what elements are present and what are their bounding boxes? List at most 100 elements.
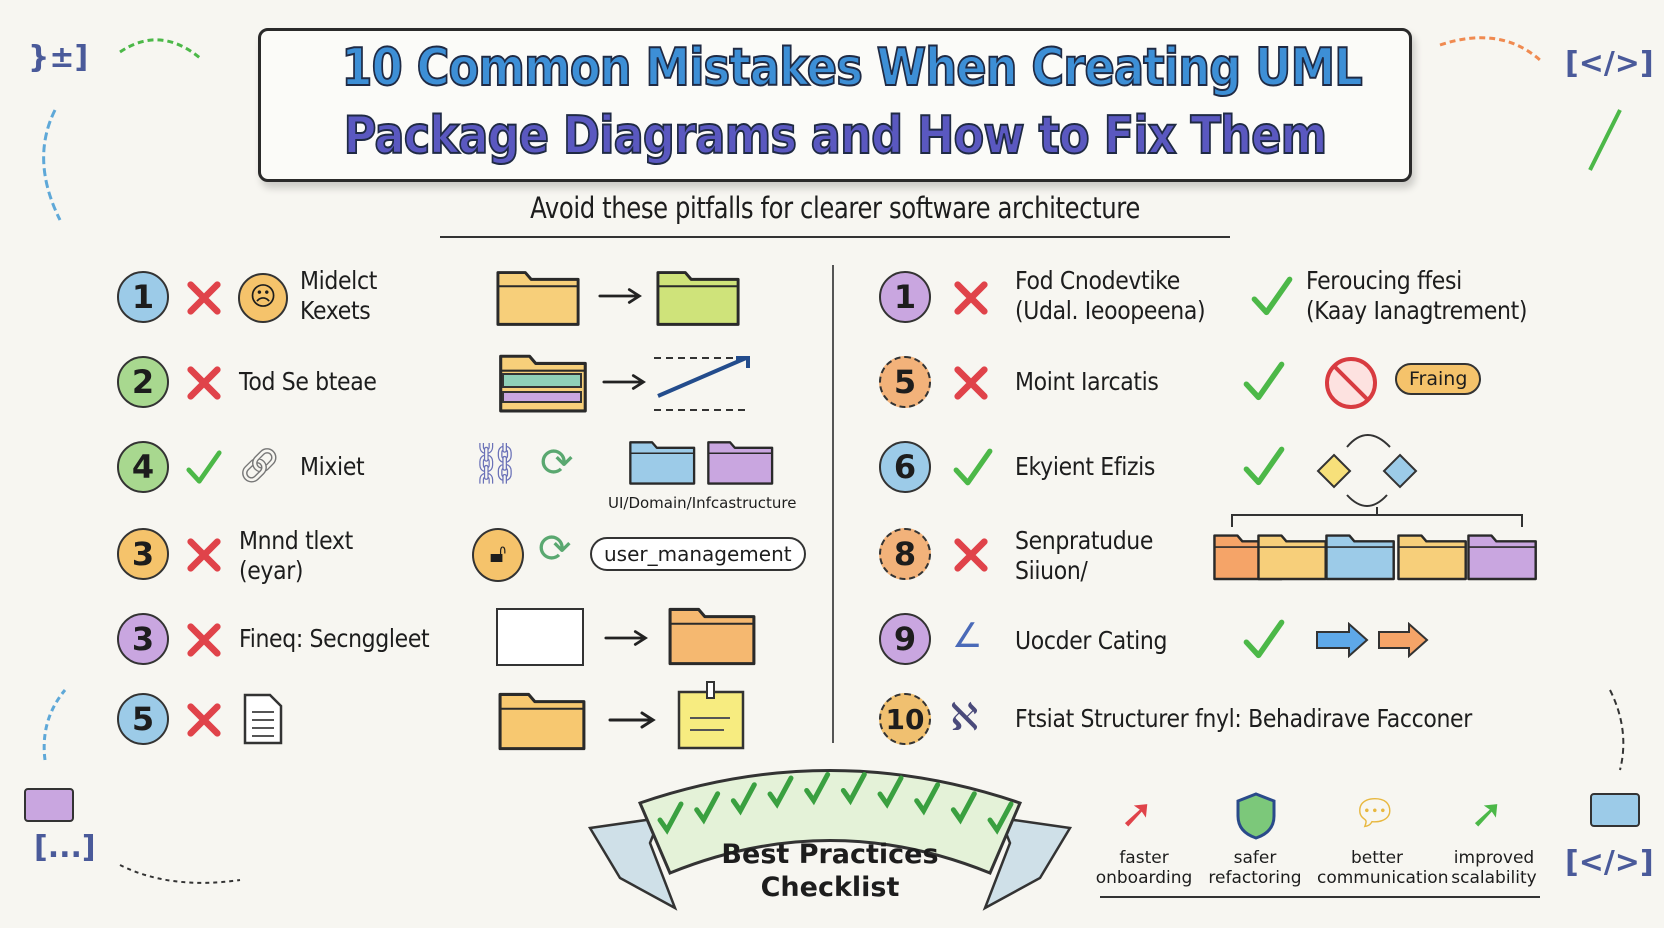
folder-icon xyxy=(495,264,583,328)
x-mark-icon xyxy=(952,364,990,402)
tangled-icon: ℵ xyxy=(950,695,979,739)
broken-link-icon: 🔗︎ xyxy=(238,446,282,486)
label-line: (Udal. Ieoopeena) xyxy=(1015,296,1206,325)
document-icon xyxy=(243,693,283,745)
growth-arrow-icon: ➚ xyxy=(1470,791,1504,837)
empty-box-icon xyxy=(496,608,584,666)
ribbon-line: Checklist xyxy=(760,872,900,903)
number-badge: 3 xyxy=(117,528,169,580)
x-mark-icon xyxy=(185,701,223,739)
package-name-pill: user_management xyxy=(590,537,806,571)
benefit-line: better xyxy=(1350,848,1404,868)
arrow-right-icon xyxy=(598,286,644,306)
number-badge: 4 xyxy=(117,441,169,493)
dependency-arrows-icon xyxy=(654,356,750,411)
label-line: (Kaay Ianagtrement) xyxy=(1306,296,1528,325)
ribbon-check-icon xyxy=(840,771,867,806)
cycle-diagram-icon xyxy=(1316,434,1418,507)
x-mark-icon xyxy=(185,621,223,659)
flow-arrows-icon xyxy=(1316,622,1429,658)
mistake-label: Ekyient Efizis xyxy=(1015,452,1156,481)
ribbon-check-icon xyxy=(730,782,757,816)
corner-code-glyph: }±] xyxy=(28,40,89,75)
benefit-line: faster xyxy=(1119,848,1169,868)
benefit-line: onboarding xyxy=(1095,868,1193,888)
number-badge: 1 xyxy=(117,271,169,323)
x-mark-icon xyxy=(185,364,223,402)
layer-caption: UI/Domain/Infcastructure xyxy=(608,494,797,512)
label-line: Midelct xyxy=(300,266,377,295)
arrow-right-icon xyxy=(602,372,648,392)
ribbon-check-icon xyxy=(694,791,721,825)
refresh-cycle-icon: ⟳ xyxy=(540,440,574,486)
ribbon-check-icon xyxy=(987,801,1014,835)
benefit-line: safer xyxy=(1233,848,1277,868)
mistake-label: Fod Cnodevtike(Udal. Ieoopeena) xyxy=(1015,266,1206,326)
benefit-line: communication xyxy=(1317,868,1449,888)
fix-label: Ferоucing ffesi(Kaay Ianagtrement) xyxy=(1306,266,1527,326)
mistake-label: Fineq: Secnggleet xyxy=(239,624,430,653)
mistake-label: Ftsiat Structurer fnyl: Behadirave Facco… xyxy=(1015,704,1472,733)
number-badge: 1 xyxy=(879,271,931,323)
ribbon-check-icon xyxy=(950,791,977,825)
corner-code-glyph: [...] xyxy=(34,830,96,865)
prohibited-icon xyxy=(1325,357,1377,409)
title-line-2: Package Diagrams and How to Fix Them xyxy=(343,105,1328,167)
number-badge: 9 xyxy=(879,613,931,665)
folder-icon xyxy=(628,432,698,490)
subtitle-underline xyxy=(440,236,1230,238)
mistake-label: Mnnd tlext(eyar) xyxy=(239,526,353,586)
label-line: (eyar) xyxy=(239,556,304,585)
ribbon-line: Best Practices xyxy=(721,839,939,870)
label-line: Mnnd tlext xyxy=(239,526,353,555)
pairing-tag: Fraing xyxy=(1395,363,1482,395)
mistake-label: Tod Se bteae xyxy=(239,367,377,396)
check-icon xyxy=(185,449,223,487)
x-mark-icon xyxy=(952,536,990,574)
check-icon xyxy=(1242,618,1286,662)
benefits-underline xyxy=(1100,896,1540,898)
ribbon-check-icon xyxy=(804,771,831,806)
number-badge: 10 xyxy=(879,693,931,745)
shield-icon xyxy=(1236,792,1276,840)
number-badge: 2 xyxy=(117,356,169,408)
number-badge: 3 xyxy=(117,613,169,665)
frustrated-face-icon: ☹ xyxy=(238,273,288,323)
label-line: Ferоucing ffesi xyxy=(1306,266,1462,295)
label-line: Kexets xyxy=(300,296,371,325)
number-badge: 5 xyxy=(879,356,931,408)
best-practices-ribbon xyxy=(587,769,1073,911)
folder-icon xyxy=(655,264,743,328)
benefit-line: improved xyxy=(1453,848,1535,868)
label-line: Senpratudue xyxy=(1015,526,1154,555)
sticky-note-icon xyxy=(677,681,745,750)
label-line: Fod Cnodevtike xyxy=(1015,266,1180,295)
label-line: Siiuon/ xyxy=(1015,556,1088,585)
decor-block xyxy=(1590,793,1640,827)
folder-icon xyxy=(706,432,776,490)
mistake-label: Mixiet xyxy=(300,452,365,481)
folder-icon xyxy=(667,600,759,668)
mistake-label: Moint Iarcatis xyxy=(1015,367,1159,396)
check-icon xyxy=(1242,445,1286,489)
refresh-cycle-icon: ⟳ xyxy=(538,526,572,572)
unlock-icon: 🔓︎ xyxy=(472,528,524,582)
folder-group-icon xyxy=(1213,507,1537,581)
check-icon xyxy=(1250,275,1294,319)
arrow-right-icon xyxy=(604,628,650,648)
link-icon: ∠ xyxy=(952,616,983,656)
x-mark-icon xyxy=(185,279,223,317)
rocket-icon: ➚ xyxy=(1120,791,1154,837)
number-badge: 8 xyxy=(879,528,931,580)
x-mark-icon xyxy=(952,279,990,317)
corner-code-glyph: [</>] xyxy=(1565,46,1654,81)
number-badge: 5 xyxy=(117,693,169,745)
check-icon xyxy=(1242,360,1286,404)
ribbon-check-icon xyxy=(767,775,794,809)
